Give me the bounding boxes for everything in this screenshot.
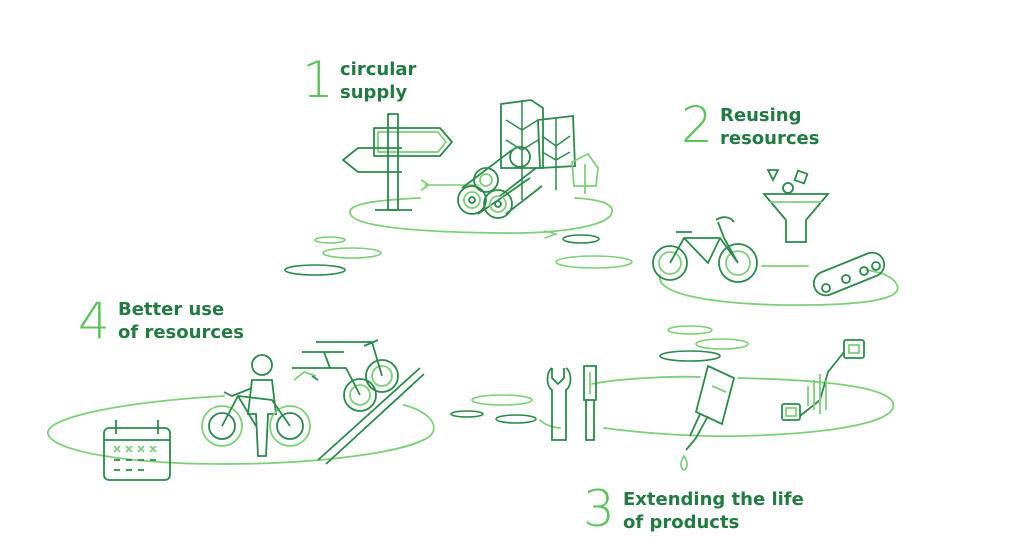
platform-1: [349, 179, 613, 239]
stepping-stones: [284, 234, 749, 424]
step-1-label: circular supply: [340, 58, 416, 104]
step-3-label-line-1: Extending the life: [623, 489, 804, 510]
step-4-label-line-1: Better use: [118, 299, 225, 320]
bike-chain-icon: [812, 251, 886, 297]
step-2-label-line-1: Reusing: [720, 105, 802, 126]
step-2-number: 2: [681, 96, 713, 154]
crank-pedal-icon: [781, 339, 865, 421]
person-with-bike-icon: [201, 354, 311, 457]
wrench-icon: [546, 367, 572, 441]
step-3-label-line-2: of products: [623, 512, 740, 533]
signpost-icon: [342, 113, 453, 211]
step-2-label-line-2: resources: [720, 128, 820, 149]
platform-4: [47, 395, 435, 465]
calendar-icon: [103, 420, 171, 481]
step-1-label-line-1: circular: [340, 59, 417, 80]
screwdriver-icon: [583, 365, 597, 441]
step-1-number: 1: [302, 51, 334, 109]
bike-rack-icon: [292, 339, 425, 465]
platform-3: [539, 375, 895, 438]
step-3-label: Extending the life of products: [623, 488, 804, 534]
step-4-label-line-2: of resources: [118, 322, 244, 343]
funnel-icon: [762, 169, 830, 243]
step-3-number: 3: [583, 480, 615, 538]
step-4-number: 4: [78, 292, 110, 350]
platform-2: [658, 265, 899, 307]
step-4-label: Better use of resources: [118, 298, 244, 344]
step-2-label: Reusing resources: [720, 104, 819, 150]
bicycle-icon: [652, 216, 758, 283]
step-1-label-line-2: supply: [340, 82, 408, 103]
logs-icon: [457, 146, 543, 219]
oil-can-icon: [680, 364, 736, 472]
